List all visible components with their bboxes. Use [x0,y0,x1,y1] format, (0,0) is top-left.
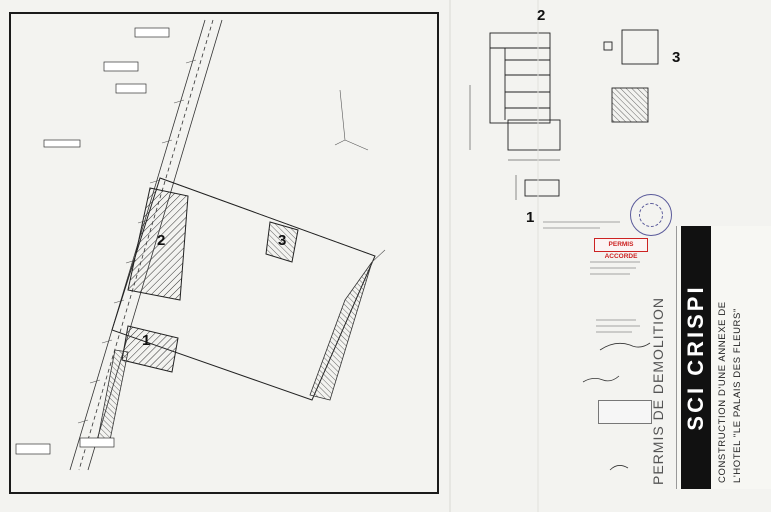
demolition-permit-label: PERMIS DE DEMOLITION [650,296,666,485]
detail-1-number: 1 [526,209,535,226]
site-plan-frame [9,12,439,494]
building-3-footprint [265,221,299,263]
parcel-boundary [111,177,376,401]
east-strip [309,261,373,401]
permit-granted-stamp: PERMIS ACCORDE [594,238,648,260]
building-1-footprint [121,325,179,373]
date-stamp [598,400,652,424]
detail-3-plans [603,29,659,123]
building-2-number: 2 [157,232,166,249]
project-title-line-1: CONSTRUCTION D'UNE ANNEXE DE [717,301,728,483]
official-seal [630,194,672,236]
project-title-line-2: L'HOTEL "LE PALAIS DES FLEURS" [732,308,743,483]
detail-2-number: 2 [537,7,546,24]
title-block: SCI CRISPI CONSTRUCTION D'UNE ANNEXE DE … [676,226,771,489]
road-label-boxes [15,27,170,455]
company-name: SCI CRISPI [681,226,711,489]
signatures [582,342,651,471]
detail-1-plan [515,175,560,200]
road-edge-marks [77,59,197,424]
building-1-number: 1 [142,332,151,349]
building-2-footprint [127,187,189,301]
detail-2-plan [469,32,561,161]
detail-3-number: 3 [672,49,681,66]
building-3-number: 3 [278,232,287,249]
